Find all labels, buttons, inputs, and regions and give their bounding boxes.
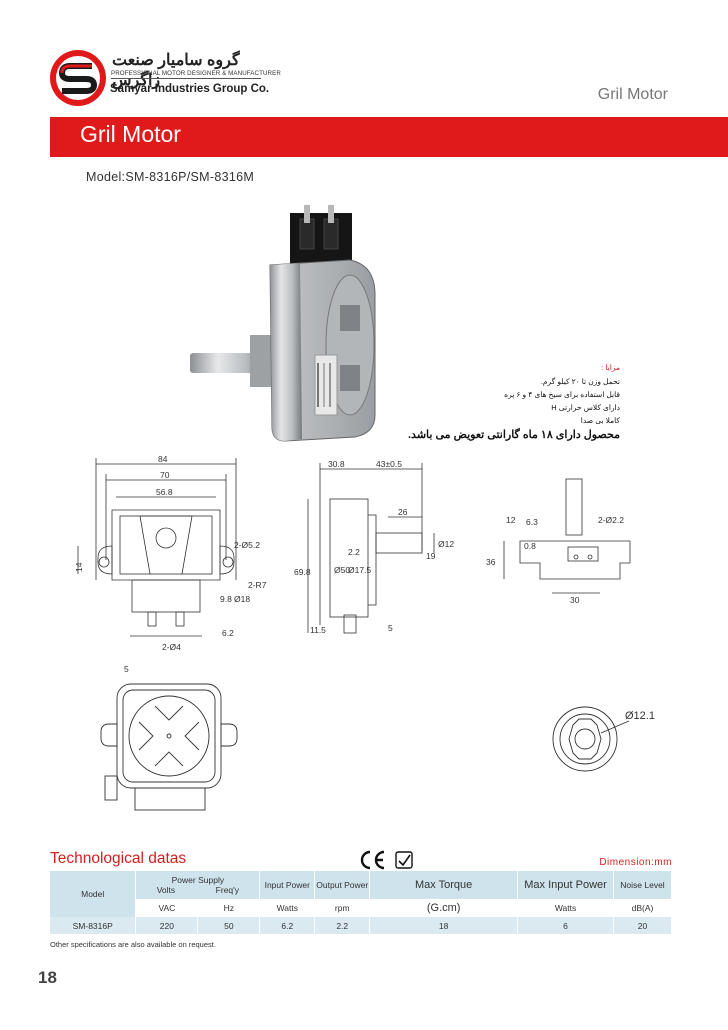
dim-dia50: Ø50: [334, 565, 350, 575]
dim-dia18: Ø18: [234, 594, 250, 604]
top-view-drawing: 12 6.3 2-Ø2.2 0.8 36 30: [486, 478, 631, 605]
spec-table: Model Power Supply Volts Freq'y Input Pow…: [50, 871, 672, 934]
feature-item: کاملا بی صدا: [580, 416, 620, 425]
dim-9-8: 9.8: [220, 594, 232, 604]
front-view-drawing: 84 70 56.8 14 2-Ø5.2 2-R7 Ø18 9.8 6.2 2-…: [74, 454, 267, 674]
dimension-unit-label: Dimension:mm: [599, 857, 672, 868]
company-logo: [50, 50, 106, 106]
unit-max-torque: (G.cm): [369, 899, 519, 917]
table-title: Technological datas: [50, 850, 187, 867]
dim-26: 26: [398, 507, 408, 517]
header-volts: Volts: [156, 885, 176, 895]
dim-84: 84: [158, 454, 168, 464]
dim-69-8: 69.8: [294, 567, 311, 577]
shaft-end-view-drawing: Ø12.1: [552, 706, 655, 772]
cell-freq: 50: [197, 917, 261, 934]
cell-model: SM-8316P: [50, 917, 137, 934]
cell-max-input-power: 6: [517, 917, 614, 934]
cell-volts: 220: [135, 917, 199, 934]
dim-5: 5: [124, 664, 129, 674]
dim-12: 12: [506, 515, 516, 525]
cell-max-torque: 18: [369, 917, 519, 934]
header-max-torque: Max Torque: [369, 871, 519, 899]
dim-dia12-1: Ø12.1: [625, 710, 655, 722]
model-line: Model:SM-8316P/SM-8316M: [86, 170, 255, 184]
header-model: Model: [50, 871, 137, 917]
dim-6-3: 6.3: [526, 517, 538, 527]
table-row: SM-8316P 220 50 6.2 2.2 18 6 20: [50, 917, 672, 934]
motor-photo: [190, 205, 376, 442]
header-power-supply-label: Power Supply: [171, 875, 225, 885]
dim-2-dia2-2: 2-Ø2.2: [598, 515, 624, 525]
banner-title: Gril Motor: [80, 121, 181, 147]
feature-item: دارای کلاس حرارتی H: [551, 403, 620, 412]
header-power-supply: Power Supply Volts Freq'y: [135, 871, 261, 899]
header-max-input-power: Max Input Power: [517, 871, 614, 899]
dim-30-8: 30.8: [328, 459, 345, 469]
dim-6-2: 6.2: [222, 628, 234, 638]
header-freq: Freq'y: [215, 885, 240, 895]
dim-2-2: 2.2: [348, 547, 360, 557]
dim-19: 19: [426, 551, 436, 561]
dim-pins: 2-Ø4: [162, 642, 181, 652]
brand-tagline: PROFESSIONAL MOTOR DESIGNER & MANUFACTUR…: [111, 70, 281, 77]
cell-output-power: 2.2: [314, 917, 371, 934]
unit-noise-level: dB(A): [613, 899, 672, 917]
title-banner: [50, 117, 728, 157]
dim-36: 36: [486, 557, 496, 567]
unit-max-input-power: Watts: [517, 899, 614, 917]
features-heading: مزایا :: [601, 363, 620, 372]
brand-name-en: Samyar Industries Group Co.: [110, 83, 270, 95]
dim-hole: 2-Ø5.2: [234, 540, 260, 550]
unit-output-power: rpm: [314, 899, 371, 917]
header-input-power: Input Power: [259, 871, 316, 899]
header-output-power: Output Power: [314, 871, 371, 899]
cell-input-power: 6.2: [259, 917, 316, 934]
unit-input-power: Watts: [259, 899, 316, 917]
dim-dia12: Ø12: [438, 539, 454, 549]
dim-43: 43±0.5: [376, 459, 402, 469]
page-number: 18: [38, 968, 57, 987]
header-noise-level: Noise Level: [613, 871, 672, 899]
dim-11-5: 11.5: [310, 625, 326, 635]
brand-divider: [111, 78, 261, 79]
table-footnote: Other specifications are also available …: [50, 940, 216, 949]
unit-freq: Hz: [197, 899, 261, 917]
dim-30: 30: [570, 595, 580, 605]
back-view-drawing: [100, 683, 238, 811]
side-view-drawing: 30.8 43±0.5 26 Ø12 Ø50 Ø17.5 2.2 69.8 11…: [294, 459, 454, 635]
feature-item: قابل استفاده برای سیخ های ۴ و ۶ پره: [504, 390, 620, 399]
cell-noise-level: 20: [613, 917, 672, 934]
dim-14: 14: [74, 562, 84, 572]
ce-mark-icon: [360, 850, 413, 870]
dim-0-8: 0.8: [524, 541, 536, 551]
category-label: Gril Motor: [597, 86, 668, 103]
table-units-row: VAC Hz Watts rpm (G.cm) Watts dB(A): [50, 899, 672, 917]
dim-dia17-5: Ø17.5: [348, 565, 371, 575]
warranty-note: محصول دارای ۱۸ ماه گارانتی تعویض می باشد…: [408, 429, 620, 441]
feature-item: تحمل وزن تا ۲۰ کیلو گرم.: [540, 377, 620, 386]
brand-name-fa: گروه سامیار صنعت زاگرس: [112, 52, 240, 89]
table-header-row: Model Power Supply Volts Freq'y Input Pow…: [50, 871, 672, 917]
dim-70: 70: [160, 470, 170, 480]
unit-volts: VAC: [135, 899, 199, 917]
dim-56-8: 56.8: [156, 487, 173, 497]
dim-radius: 2-R7: [248, 580, 267, 590]
dim-5-side: 5: [388, 623, 393, 633]
